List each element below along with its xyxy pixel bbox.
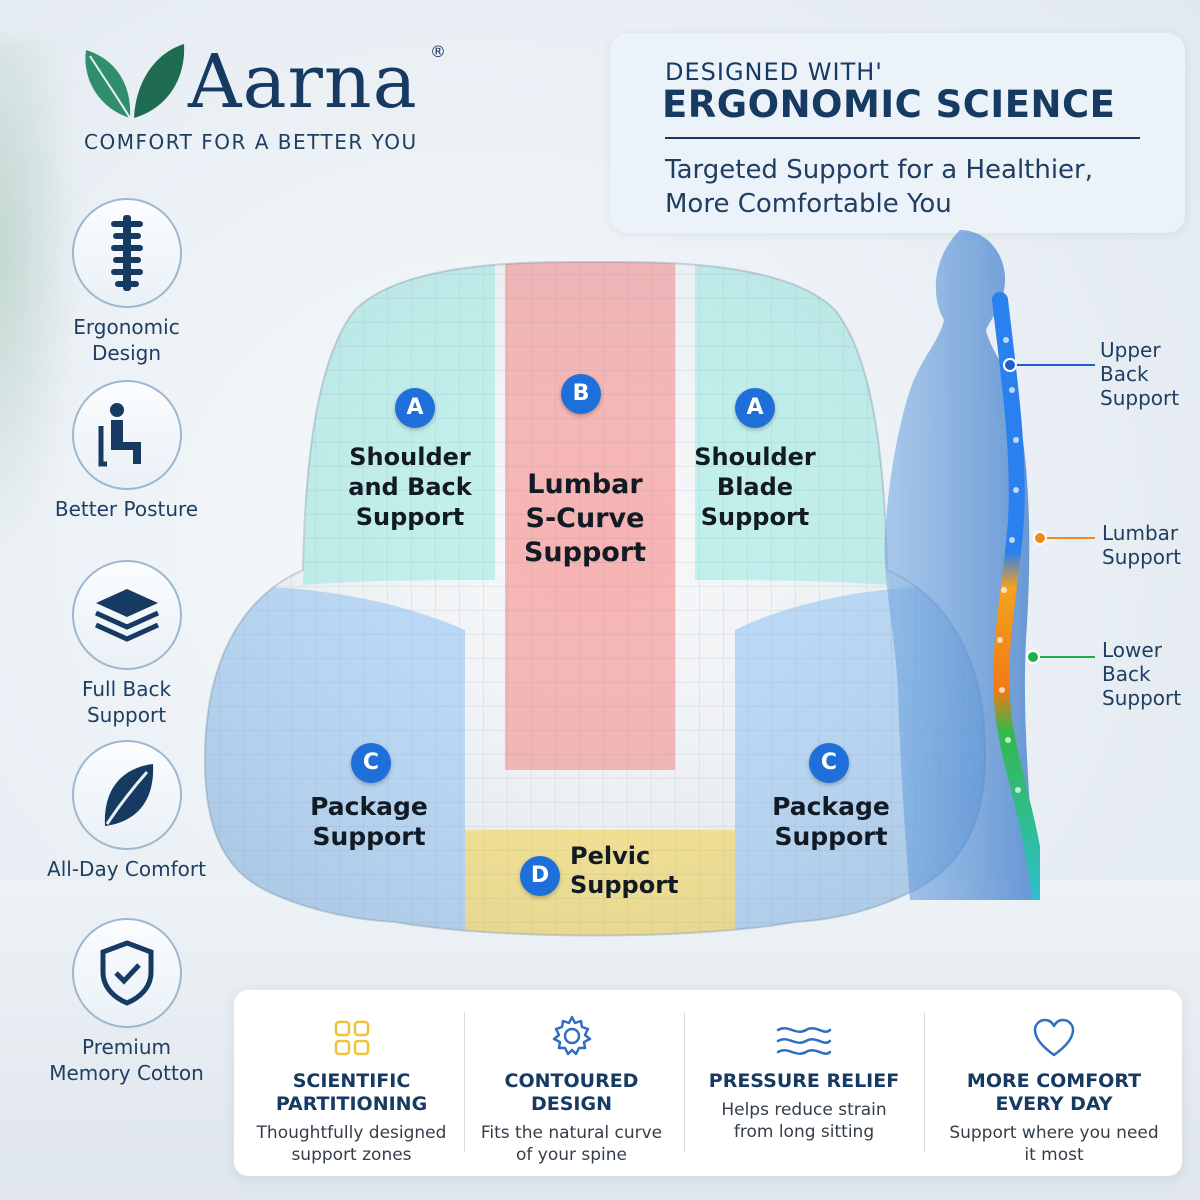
zone-d-label: Pelvic Support [570,842,679,899]
feature-all-day: All-Day Comfort [44,740,209,882]
feature-posture: Better Posture [44,380,209,522]
header-title: ERGONOMIC SCIENCE [662,83,1116,126]
feature-full-back: Full Back Support [44,560,209,728]
benefit-title: MORE COMFORT EVERY DAY [966,1070,1142,1115]
feature-circle [71,198,182,308]
benefit-title: SCIENTIFIC PARTITIONING [275,1070,428,1115]
feature-label: Ergonomic Design [73,315,180,365]
zone-c-left-badge: C [351,743,391,783]
zone-c-right-label: Package Support [772,792,890,851]
benefit-desc: Helps reduce strain from long sitting [721,1100,887,1142]
feature-label: Full Back Support [81,677,172,727]
registered-mark: ® [430,42,446,61]
zone-d-badge: D [520,856,560,896]
feature-circle [71,740,182,850]
zone-b-badge: B [561,374,601,414]
heart-icon [1033,1018,1075,1057]
benefit-divider [924,1012,925,1152]
shield-check-icon [100,940,153,1006]
header-card: DESIGNED WITH' ERGONOMIC SCIENCE Targete… [610,33,1185,233]
gear-icon [552,1015,591,1056]
human-body-figure [840,220,1095,908]
zone-a-right-badge: A [735,388,775,428]
seated-person-icon [98,403,141,467]
feature-memory-cotton: Premium Memory Cotton [44,918,209,1086]
zone-a-left-badge: A [395,388,435,428]
benefit-desc: Thoughtfully designed support zones [256,1123,447,1165]
brand-logo: Aarna ® COMFORT FOR A BETTER YOU [78,38,478,158]
zone-c-left-label: Package Support [310,792,428,851]
header-divider [665,137,1140,139]
zone-a-left-label: Shoulder and Back Support [348,443,472,531]
brand-name: Aarna [188,39,418,125]
zone-c-right-badge: C [809,743,849,783]
feature-circle [71,560,182,670]
benefit-title: PRESSURE RELIEF [708,1070,900,1092]
benefit-divider [684,1012,685,1152]
feature-circle [71,918,182,1028]
benefit-desc: Support where you need it most [949,1123,1159,1165]
zone-b-label: Lumbar S-Curve Support [523,469,647,568]
feature-label: Premium Memory Cotton [49,1035,204,1085]
benefit-divider [464,1012,465,1152]
spine-callout-lines [1003,358,1095,664]
leaf-logo-icon [85,44,185,119]
header-subtitle: Targeted Support for a Healthier, More C… [665,155,1094,219]
feature-label: All-Day Comfort [47,857,206,881]
benefit-comfort: MORE COMFORT EVERY DAY Support where you… [949,990,1159,1176]
spine-label-lower: Lower Back Support [1102,638,1182,710]
leaf-icon [104,764,153,826]
header-pretitle: DESIGNED WITH' [665,58,883,86]
feature-ergonomic: Ergonomic Design [44,198,209,366]
waves-icon [776,1027,832,1055]
spine-label-upper: Upper Back Support [1100,338,1180,410]
benefit-desc: Fits the natural curve of your spine [480,1123,663,1165]
benefits-bar: SCIENTIFIC PARTITIONING Thoughtfully des… [234,990,1182,1176]
feature-label: Better Posture [54,497,199,521]
feature-circle [71,380,182,490]
benefit-contoured: CONTOURED DESIGN Fits the natural curve … [474,990,669,1176]
cushion-shape [203,260,987,937]
brand-tagline: COMFORT FOR A BETTER YOU [84,130,418,154]
benefit-title: CONTOURED DESIGN [504,1070,639,1115]
partition-icon [334,1020,369,1056]
lumbar-cushion: A Shoulder and Back Support B Lumbar S-C… [195,250,995,970]
spine-label-lumbar: Lumbar Support [1102,521,1182,569]
benefit-partitioning: SCIENTIFIC PARTITIONING Thoughtfully des… [244,990,459,1176]
spine-icon [110,215,143,291]
background-plant [0,40,80,560]
layers-icon [94,589,159,642]
zone-a-right-label: Shoulder Blade Support [694,443,816,531]
benefit-pressure: PRESSURE RELIEF Helps reduce strain from… [699,990,909,1176]
